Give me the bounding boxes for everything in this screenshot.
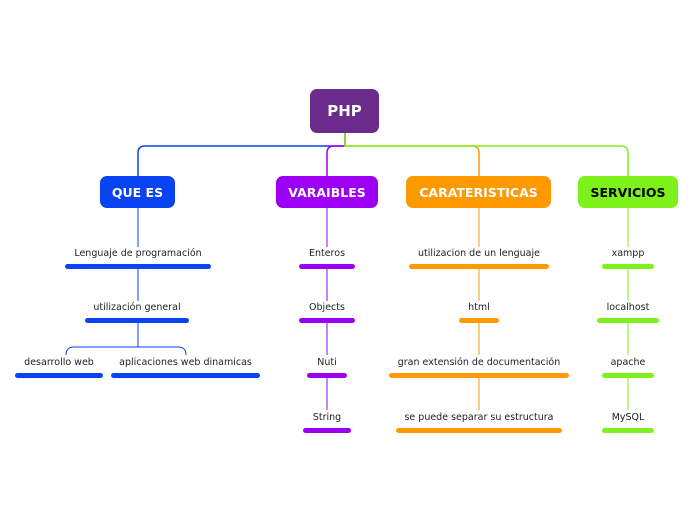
- leaf-label: Objects: [309, 302, 345, 313]
- leaf-label: aplicaciones web dinamicas: [119, 357, 252, 368]
- leaf-node[interactable]: Lenguaje de programación: [63, 248, 213, 269]
- leaf-node[interactable]: String: [300, 412, 354, 433]
- leaf-node[interactable]: MySQL: [598, 412, 658, 433]
- leaf-node[interactable]: apache: [598, 357, 658, 378]
- leaf-underline: [299, 318, 355, 323]
- leaf-underline: [111, 373, 260, 378]
- root-connector-caracteristicas: [344, 133, 480, 176]
- leaf-label: se puede separar su estructura: [404, 412, 554, 423]
- leaf-node[interactable]: aplicaciones web dinamicas: [109, 357, 262, 378]
- leaf-label: html: [468, 302, 490, 313]
- leaf-underline: [299, 264, 355, 269]
- leaf-underline: [396, 428, 562, 433]
- leaf-underline: [602, 264, 654, 269]
- leaf-node[interactable]: xampp: [598, 248, 658, 269]
- leaf-underline: [303, 428, 351, 433]
- leaf-underline: [459, 318, 499, 323]
- leaf-node[interactable]: Enteros: [297, 248, 357, 269]
- connector-line: [65, 323, 187, 356]
- category-node-caracteristicas[interactable]: CARATERISTICAS: [406, 176, 551, 208]
- leaf-underline: [65, 264, 211, 269]
- leaf-label: MySQL: [611, 412, 645, 423]
- leaf-node[interactable]: Nuti: [305, 357, 349, 378]
- leaf-label: utilizacion de un lenguaje: [417, 248, 540, 259]
- category-node-que-es[interactable]: QUE ES: [100, 176, 175, 208]
- category-node-variables[interactable]: VARAIBLES: [276, 176, 378, 208]
- leaf-node[interactable]: gran extensión de documentación: [386, 357, 572, 378]
- leaf-label: String: [312, 412, 342, 423]
- leaf-underline: [389, 373, 569, 378]
- leaf-label: xampp: [611, 248, 645, 259]
- leaf-underline: [15, 373, 103, 378]
- leaf-underline: [307, 373, 347, 378]
- root-connector-variables: [326, 133, 346, 176]
- leaf-underline: [602, 428, 654, 433]
- leaf-underline: [85, 318, 189, 323]
- leaf-node[interactable]: localhost: [596, 302, 660, 323]
- leaf-node[interactable]: se puede separar su estructura: [394, 412, 564, 433]
- root-connector-que-es: [137, 133, 346, 176]
- root-node-php[interactable]: PHP: [310, 89, 379, 133]
- leaf-label: Nuti: [317, 357, 337, 368]
- leaf-label: Lenguaje de programación: [74, 248, 202, 259]
- leaf-node[interactable]: html: [449, 302, 509, 323]
- leaf-label: Enteros: [308, 248, 346, 259]
- leaf-node[interactable]: Objects: [297, 302, 357, 323]
- leaf-label: desarrollo web: [24, 357, 94, 368]
- leaf-label: apache: [610, 357, 646, 368]
- leaf-label: localhost: [606, 302, 650, 313]
- leaf-node[interactable]: utilizacion de un lenguaje: [407, 248, 551, 269]
- leaf-underline: [409, 264, 549, 269]
- leaf-label: gran extensión de documentación: [397, 357, 561, 368]
- leaf-underline: [597, 318, 659, 323]
- leaf-underline: [602, 373, 654, 378]
- leaf-node[interactable]: utilización general: [83, 302, 191, 323]
- category-node-servicios[interactable]: SERVICIOS: [578, 176, 678, 208]
- root-connector-servicios: [344, 133, 629, 176]
- leaf-node[interactable]: desarrollo web: [13, 357, 105, 378]
- leaf-label: utilización general: [93, 302, 181, 313]
